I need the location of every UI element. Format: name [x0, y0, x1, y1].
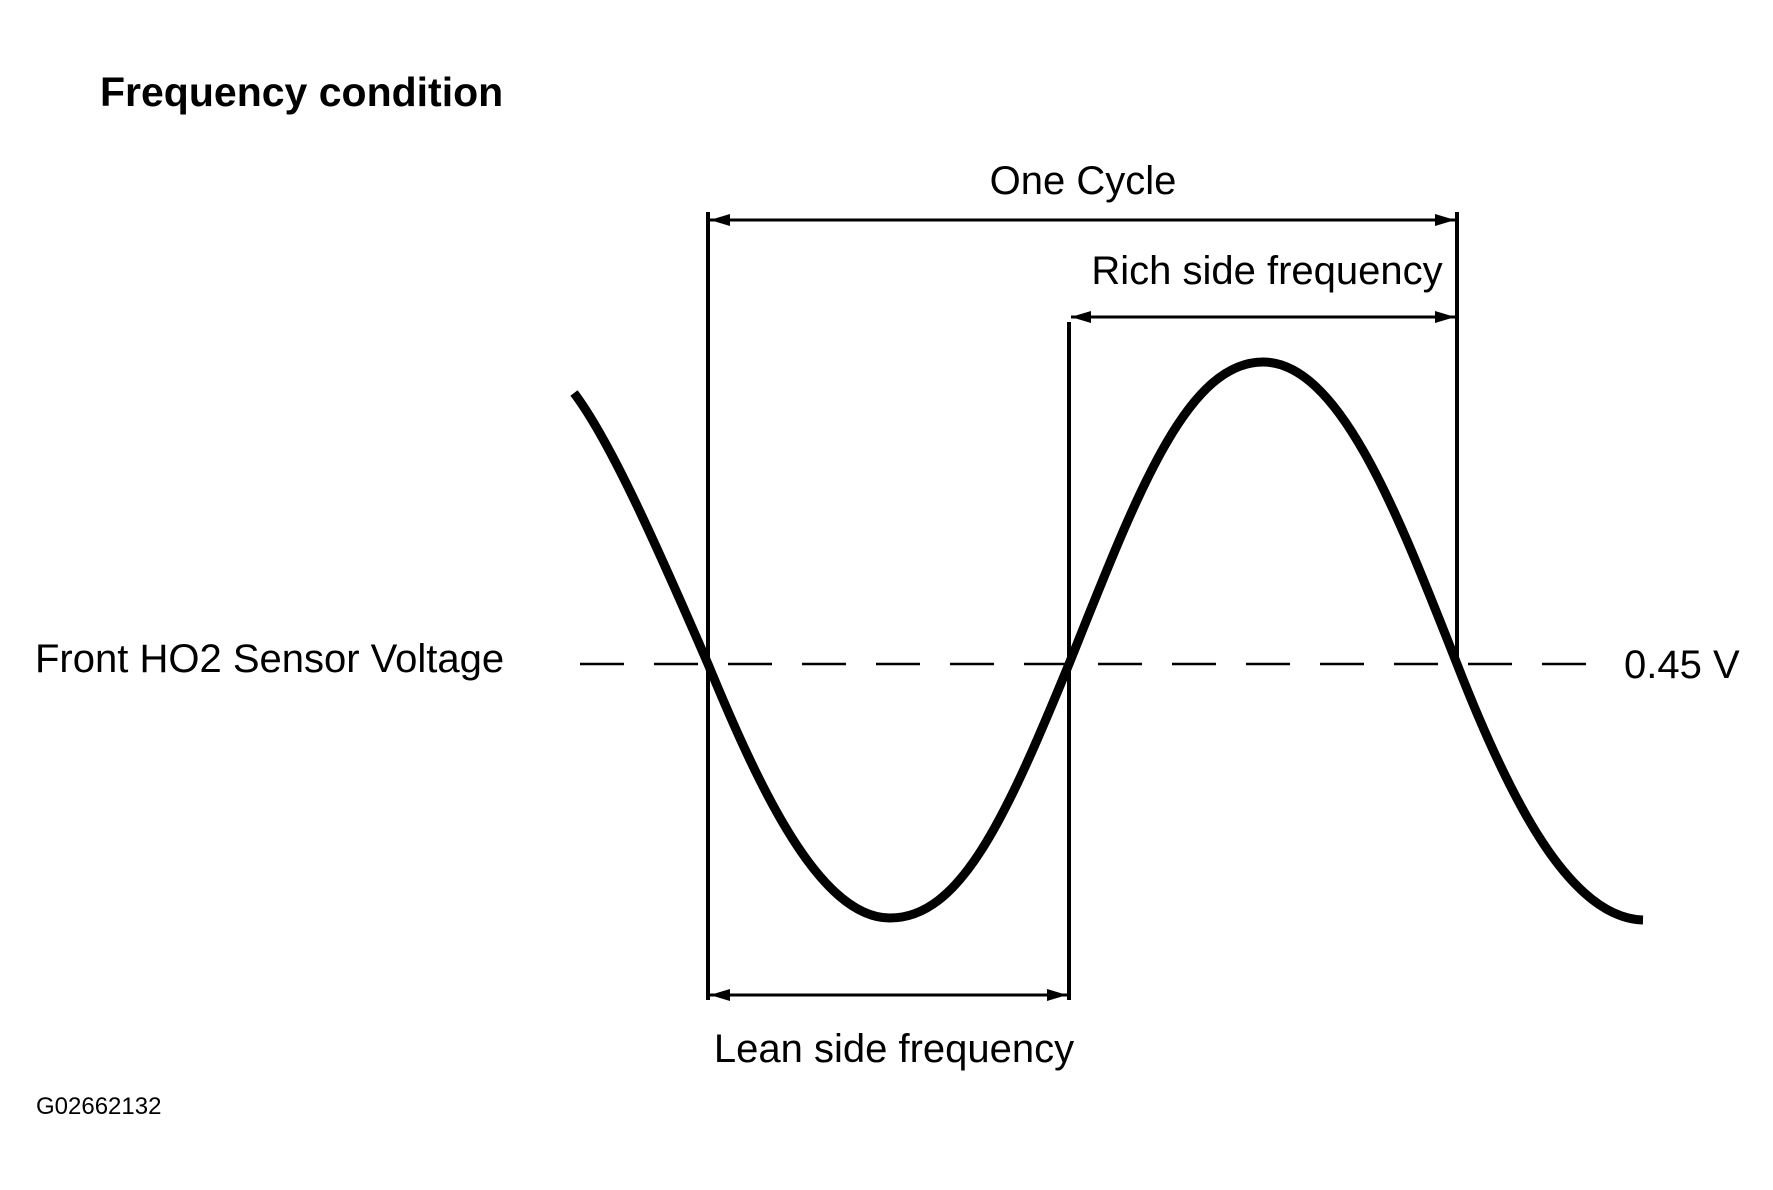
- one-cycle-label: One Cycle: [990, 159, 1177, 203]
- threshold-value-label: 0.45 V: [1624, 643, 1740, 687]
- figure-code: G02662132: [36, 1093, 161, 1120]
- rich-side-label: Rich side frequency: [1091, 249, 1442, 293]
- lean-side-label: Lean side frequency: [714, 1027, 1074, 1071]
- sensor-voltage-waveform: [570, 357, 1644, 925]
- diagram-title: Frequency condition: [100, 69, 503, 115]
- sensor-voltage-label: Front HO2 Sensor Voltage: [35, 637, 504, 681]
